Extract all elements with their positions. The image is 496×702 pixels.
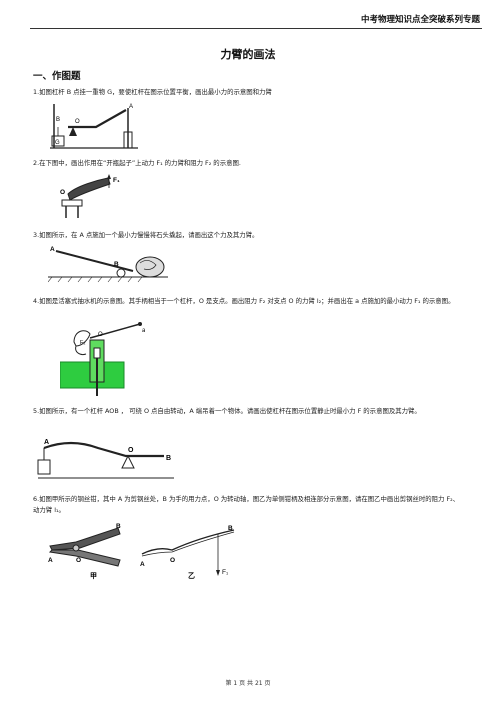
- q5-label-a: A: [44, 439, 49, 446]
- q2-label-f1: F₁: [113, 177, 120, 184]
- q1-label-g: G: [55, 140, 60, 146]
- figure-q1-lever: B A O G: [50, 104, 138, 149]
- q1-label-a: A: [129, 104, 133, 110]
- figure-q4-water-pump: a O F₂: [60, 320, 145, 398]
- q1-label-o: O: [75, 119, 80, 125]
- figure-q2-bottle-opener: O F₁: [60, 174, 120, 218]
- q3-label-a: A: [50, 246, 55, 253]
- q5-label-o: O: [128, 447, 134, 454]
- q6-jia-label-o: O: [76, 557, 81, 564]
- figure-q3-crowbar: A B: [48, 246, 168, 283]
- q6-jia-label-b: B: [116, 523, 121, 530]
- header-series-title: 中考物理知识点全突破系列专题: [360, 14, 480, 24]
- header-rule: [30, 28, 482, 29]
- q6-caption-yi: 乙: [188, 572, 195, 580]
- question-5-text: 5.如图所示，有一个杠杆 AOB ， 可绕 O 点自由转动，A 端吊着一个物体。…: [33, 407, 421, 415]
- document-title: 力臂的画法: [220, 49, 276, 61]
- q1-label-b: B: [56, 117, 60, 123]
- question-1-text: 1.如图杠杆 B 点挂一重物 G，要使杠杆在图示位置平衡，画出最小力的示意图和力…: [33, 88, 272, 96]
- q4-label-f2: F₂: [80, 340, 86, 346]
- q6-yi-label-o: O: [170, 557, 175, 564]
- q6-yi-label-b: B: [228, 525, 233, 532]
- q6-yi-label-a: A: [140, 561, 145, 568]
- question-6-text: 6.如图甲所示的钢丝钳，其中 A 为剪钢丝处，B 为手的用力点，O 为转动轴，图…: [33, 495, 460, 514]
- section-title: 一、作图题: [33, 71, 81, 82]
- q2-label-o: O: [60, 189, 65, 196]
- question-4-text: 4.如图是活塞式抽水机的示意图。其手柄相当于一个杠杆，O 是支点。画出阻力 F₂…: [33, 297, 455, 305]
- question-3-text: 3.如图所示，在 A 点施加一个最小力慢慢将石头撬起，请画出这个力及其力臂。: [33, 231, 259, 239]
- q3-label-b: B: [114, 261, 119, 268]
- figure-q6-pliers-yi: B A O 乙 F₁: [140, 525, 235, 580]
- q5-label-b: B: [166, 455, 171, 462]
- question-2-text: 2.在下图中，画出作用在“开瓶起子”上动力 F₁ 的力臂和阻力 F₂ 的示意图.: [33, 159, 241, 167]
- q6-caption-jia: 甲: [90, 572, 97, 580]
- q6-yi-label-f1: F₁: [222, 569, 229, 576]
- q4-label-o: O: [98, 332, 103, 338]
- figure-q5-lever-aob: A O B: [37, 439, 174, 479]
- q6-jia-label-a: A: [48, 557, 53, 564]
- page-footer: 第 1 页 共 21 页: [225, 680, 271, 687]
- figure-q6-pliers-jia: B A O 甲: [48, 523, 121, 580]
- q4-label-a: a: [142, 328, 145, 334]
